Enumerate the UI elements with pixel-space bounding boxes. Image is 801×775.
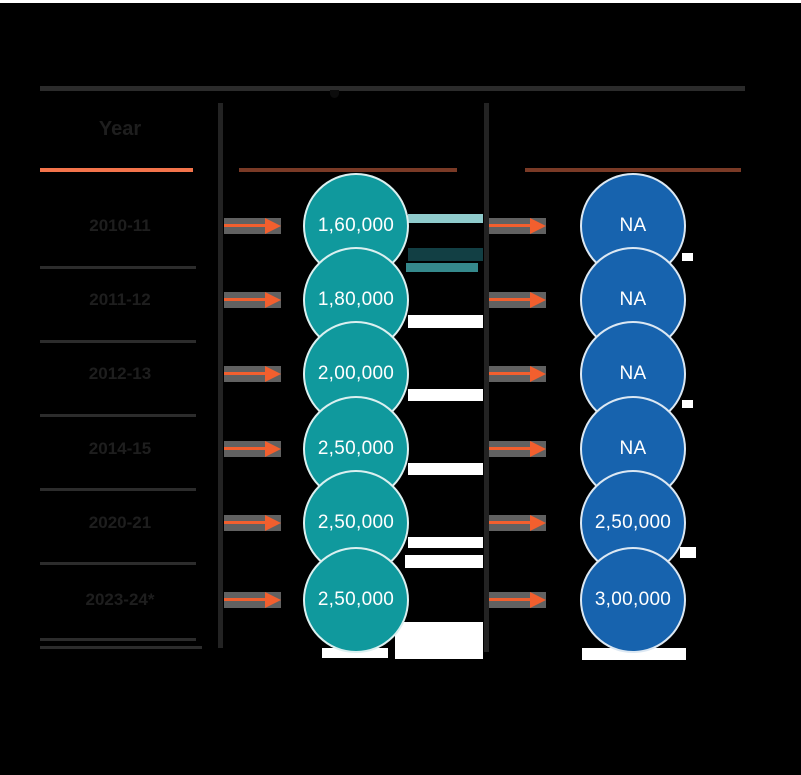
white-band (582, 648, 686, 660)
white-band (680, 547, 696, 558)
arrow-right-icon (489, 515, 546, 531)
row-label: 2011-12 (89, 290, 151, 309)
white-band (682, 400, 693, 408)
header-underline-middle (239, 168, 457, 172)
old-value-text: 1,80,000 (317, 289, 395, 310)
white-band (408, 389, 483, 401)
white-band (395, 622, 483, 659)
year-column-header: Year (98, 118, 142, 140)
arrow-right-icon (224, 218, 281, 234)
row-label: 2012-13 (88, 364, 152, 383)
teal-connector-line (408, 214, 483, 223)
row-separator (40, 266, 196, 269)
left-vertical-axis-line (218, 103, 223, 648)
row-separator (40, 638, 196, 641)
row-separator (40, 488, 196, 491)
row-separator (40, 340, 196, 343)
arrow-right-icon (489, 366, 546, 382)
row-separator (40, 562, 196, 565)
white-band (408, 315, 483, 328)
row-label: 2014-15 (88, 439, 152, 458)
row-label: 2023-24* (85, 590, 155, 609)
arrow-right-icon (224, 515, 281, 531)
new-value-text: NA (619, 363, 647, 384)
title-rule-notch (330, 90, 339, 98)
old-value-text: 2,50,000 (317, 512, 395, 533)
right-vertical-axis-line (484, 103, 489, 652)
top-white-strip (0, 0, 801, 3)
old-value-circle: 2,50,000 (303, 547, 409, 653)
new-value-text: NA (619, 289, 647, 310)
white-band (405, 555, 483, 568)
new-value-text: 2,50,000 (594, 512, 672, 533)
arrow-right-icon (224, 292, 281, 308)
header-underline-left (40, 168, 193, 172)
white-band (408, 537, 483, 548)
header-underline-right (525, 168, 741, 172)
teal-connector-line (406, 263, 478, 272)
old-value-text: 2,50,000 (317, 589, 395, 610)
white-band (322, 648, 388, 658)
row-label: 2010-11 (89, 216, 151, 235)
new-value-text: NA (619, 438, 647, 459)
arrow-right-icon (489, 218, 546, 234)
row-label: 2020-21 (88, 513, 152, 532)
title-divider-rule (40, 86, 745, 91)
old-value-text: 1,60,000 (317, 215, 395, 236)
bottom-double-rule (40, 646, 202, 649)
row-separator (40, 414, 196, 417)
arrow-right-icon (224, 441, 281, 457)
arrow-right-icon (224, 366, 281, 382)
arrow-right-icon (224, 592, 281, 608)
old-value-text: 2,00,000 (317, 363, 395, 384)
white-band (408, 463, 483, 475)
new-value-text: NA (619, 215, 647, 236)
teal-connector-shadow (408, 248, 483, 261)
arrow-right-icon (489, 441, 546, 457)
new-value-circle: 3,00,000 (580, 547, 686, 653)
white-band (682, 253, 693, 261)
arrow-right-icon (489, 292, 546, 308)
old-value-text: 2,50,000 (317, 438, 395, 459)
arrow-right-icon (489, 592, 546, 608)
new-value-text: 3,00,000 (594, 589, 672, 610)
